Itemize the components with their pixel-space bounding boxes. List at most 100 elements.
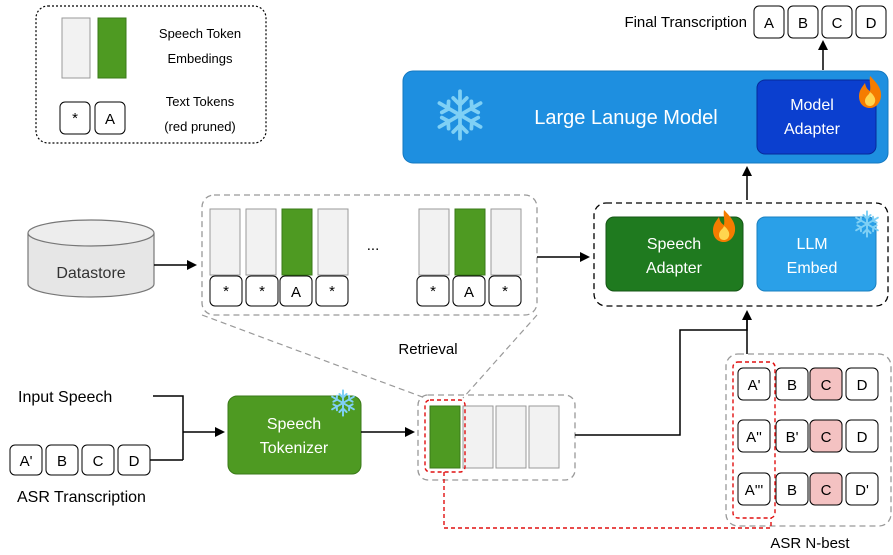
llm-embed-label-1: LLM xyxy=(796,236,827,253)
nbest-token-pruned xyxy=(809,367,843,401)
nbest-token-label: C xyxy=(821,429,832,446)
nbest-box xyxy=(725,353,892,527)
input-speech-label: Input Speech xyxy=(18,389,112,406)
speech-tokenizer-label-2: Tokenizer xyxy=(260,440,329,457)
nbest-token-label: D xyxy=(857,429,868,446)
legend-gray-token xyxy=(61,17,91,79)
model-adapter-label-1: Model xyxy=(790,97,834,114)
nbest-token-label: B' xyxy=(786,429,799,446)
text-token-label: A xyxy=(291,284,301,301)
speech-adapter-label-1: Speech xyxy=(647,236,701,253)
llm-embed-box xyxy=(756,216,877,292)
llm-embed-label-2: Embed xyxy=(787,260,838,277)
speech-tokenizer-label-1: Speech xyxy=(267,416,321,433)
arrow-tokens-to-adapter xyxy=(575,310,752,436)
text-token xyxy=(452,275,486,307)
final-token-label: A xyxy=(764,15,774,32)
text-token xyxy=(245,275,279,307)
text-token-label: * xyxy=(223,283,229,300)
nbest-label: ASR N-best xyxy=(770,535,850,552)
text-token xyxy=(488,275,522,307)
nbest-row: A' B C D xyxy=(737,367,879,401)
text-token xyxy=(279,275,313,307)
line-input-speech xyxy=(153,395,184,432)
asr-token xyxy=(81,444,115,476)
final-token-label: D xyxy=(866,15,877,32)
nbest-highlight xyxy=(732,361,776,519)
nbest-token-label: A' xyxy=(748,377,761,394)
nbest-token xyxy=(845,472,879,506)
red-link-line xyxy=(443,472,772,529)
nbest-row: A''' B C D' xyxy=(737,472,879,506)
legend-text-token-a xyxy=(94,101,126,135)
nbest-token-label: A''' xyxy=(745,482,764,499)
asr-token-label: C xyxy=(93,453,104,470)
nbest-token-label: A'' xyxy=(746,429,762,446)
final-token xyxy=(821,5,853,39)
speech-token-embedding-match xyxy=(281,208,313,276)
asr-token xyxy=(9,444,43,476)
nbest-token-pruned xyxy=(809,472,843,506)
text-token-label: * xyxy=(329,283,335,300)
legend-speech-label-1: Speech Token xyxy=(159,26,241,41)
legend-text-label-2: (red pruned) xyxy=(164,119,236,134)
final-transcription-label: Final Transcription xyxy=(624,14,747,31)
datastore-cylinder xyxy=(27,219,155,298)
nbest-token-label: D xyxy=(857,377,868,394)
nbest-token-label: C xyxy=(821,482,832,499)
text-token xyxy=(416,275,450,307)
nbest-token-label: C xyxy=(821,377,832,394)
final-token xyxy=(753,5,785,39)
speech-token-embedding xyxy=(209,208,241,276)
nbest-token xyxy=(737,419,771,453)
speech-token-embedding xyxy=(490,208,522,276)
final-token-label: B xyxy=(798,15,808,32)
query-speech-token-match xyxy=(429,405,461,469)
legend-text-token-star xyxy=(59,101,91,135)
speech-adapter-flame-icon xyxy=(713,210,736,242)
legend-text-label-1: Text Tokens xyxy=(166,94,235,109)
asr-transcription-label: ASR Transcription xyxy=(17,489,146,506)
final-token xyxy=(787,5,819,39)
adapter-group-box xyxy=(593,202,889,307)
nbest-token-label: D' xyxy=(855,482,869,499)
speech-token-embedding xyxy=(418,208,450,276)
asr-token-label: D xyxy=(129,453,140,470)
nbest-token xyxy=(737,472,771,506)
text-token xyxy=(315,275,349,307)
model-adapter-label-2: Adapter xyxy=(784,121,841,138)
speech-adapter-box xyxy=(605,216,744,292)
nbest-token-label: B xyxy=(787,377,797,394)
text-token-label: A xyxy=(464,284,474,301)
speech-adapter-label-2: Adapter xyxy=(646,260,703,277)
nbest-token xyxy=(775,367,809,401)
nbest-token xyxy=(845,419,879,453)
retrieval-group-1: * * A * xyxy=(209,208,349,307)
nbest-token xyxy=(737,367,771,401)
retrieval-ellipsis: ... xyxy=(367,237,380,254)
query-speech-token xyxy=(528,405,560,469)
query-speech-token xyxy=(495,405,527,469)
text-token xyxy=(209,275,243,307)
nbest-token xyxy=(775,472,809,506)
nbest-token xyxy=(775,419,809,453)
llm-title: Large Lanuge Model xyxy=(534,107,717,129)
retrieval-box xyxy=(201,194,538,316)
zoom-line-left xyxy=(201,314,426,399)
text-token-label: * xyxy=(502,283,508,300)
query-highlight xyxy=(424,399,466,473)
speech-tokenizer-box xyxy=(227,395,362,475)
text-token-label: * xyxy=(259,283,265,300)
asr-token xyxy=(45,444,79,476)
asr-token-label: A' xyxy=(20,453,33,470)
legend-a-label: A xyxy=(105,111,115,128)
legend-green-token xyxy=(97,17,127,79)
zoom-line-right xyxy=(462,314,538,399)
speech-token-embedding xyxy=(317,208,349,276)
retrieval-group-2: * A * xyxy=(416,208,522,307)
speech-token-embedding xyxy=(245,208,277,276)
retrieval-label: Retrieval xyxy=(398,341,457,358)
legend-star-label: * xyxy=(72,110,78,127)
query-speech-token xyxy=(462,405,494,469)
